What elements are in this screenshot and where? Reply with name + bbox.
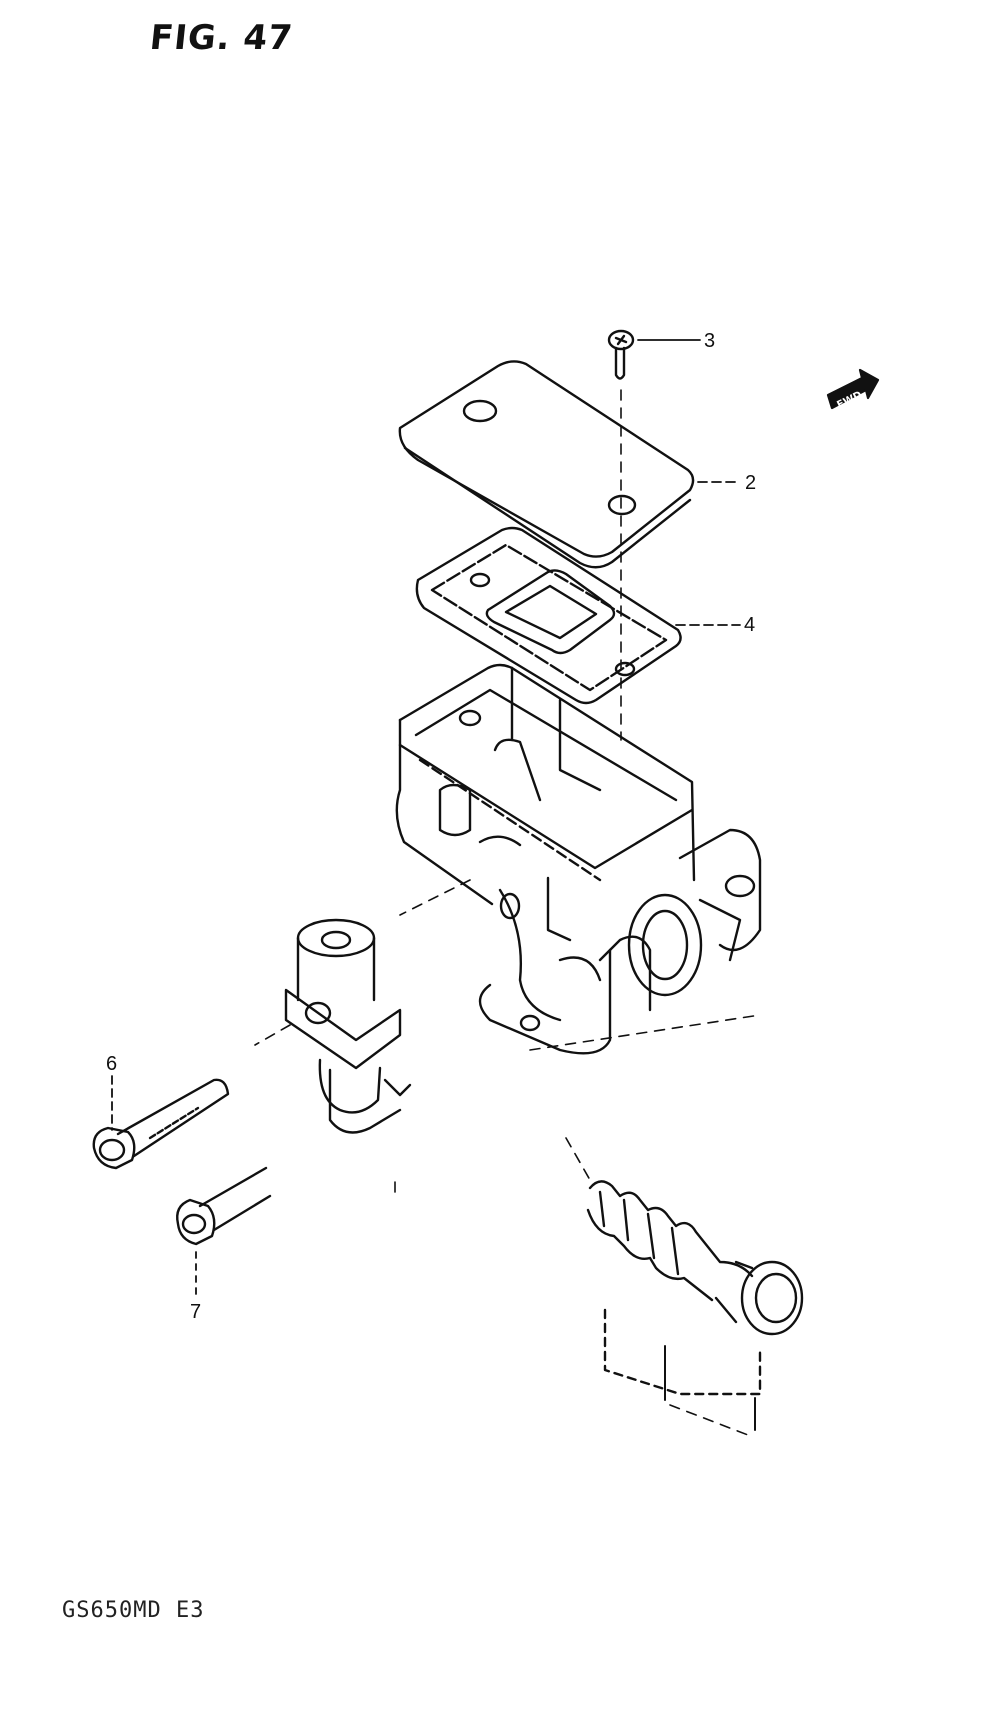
assembly-axis-solid-lines: [664, 1345, 756, 1431]
callout-6: 6: [106, 1053, 117, 1075]
callout-3: 3: [704, 330, 715, 352]
fwd-arrow-icon: [826, 368, 880, 410]
callout-leaders: [111, 339, 741, 1301]
handlebar-clamp: [284, 918, 412, 1134]
long-bolt-part-6: [92, 1078, 230, 1170]
piston-assembly: [586, 1180, 804, 1336]
master-cylinder-body: [395, 663, 762, 1055]
reservoir-cap-part-2: [398, 360, 695, 569]
callout-2: 2: [745, 472, 756, 494]
callout-4: 4: [744, 614, 755, 636]
callout-7: 7: [190, 1301, 201, 1323]
short-bolt-part-7: [176, 1166, 272, 1246]
model-code: GS650MD E3: [62, 1598, 205, 1623]
screw-part-3: [607, 329, 635, 380]
diaphragm-part-4: [415, 526, 682, 705]
